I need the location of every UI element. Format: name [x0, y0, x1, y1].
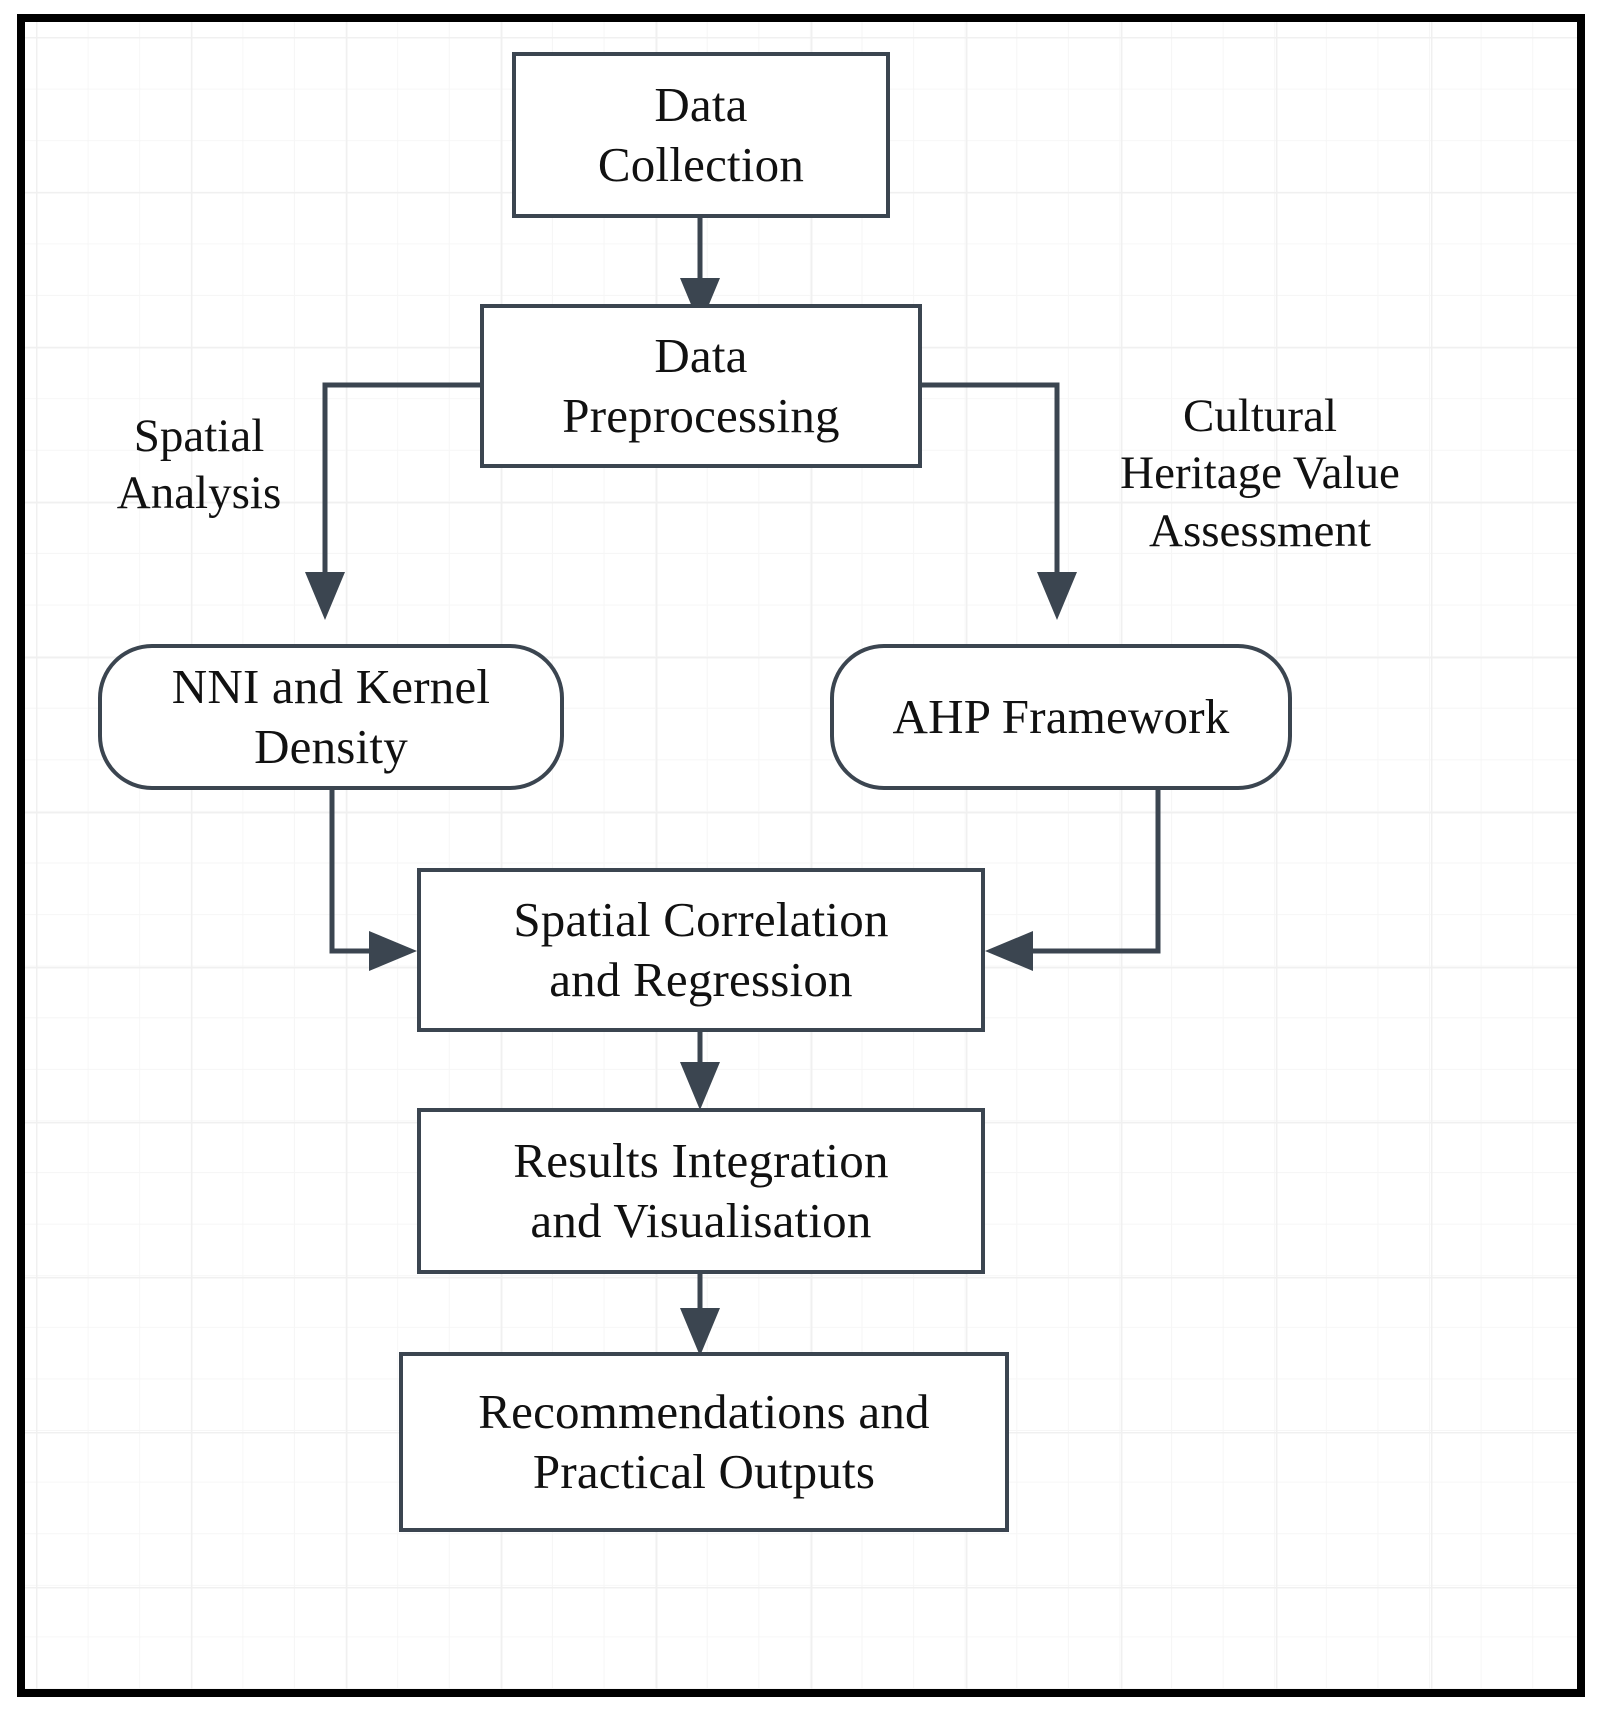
node-results-integration-and-visualisation[interactable]: Results Integration and Visualisation	[417, 1108, 985, 1274]
node-spatial-correlation-and-regression[interactable]: Spatial Correlation and Regression	[417, 868, 985, 1032]
node-data-preprocessing[interactable]: Data Preprocessing	[480, 304, 922, 468]
node-data-collection[interactable]: Data Collection	[512, 52, 890, 218]
graph-paper-background	[24, 21, 1577, 1689]
edge-spatial-correlation-to-results	[680, 1030, 720, 1110]
edge-preprocessing-to-nni	[305, 382, 522, 620]
edge-results-to-recommendations	[680, 1272, 720, 1356]
edge-ahp-to-spatial-correlation	[985, 789, 1161, 971]
node-nni-and-kernel-density[interactable]: NNI and Kernel Density	[98, 644, 564, 790]
node-recommendations-and-practical-outputs[interactable]: Recommendations and Practical Outputs	[399, 1352, 1009, 1532]
edge-label-cultural-heritage-value-assessment: Cultural Heritage Value Assessment	[1120, 390, 1400, 557]
edge-preprocessing-to-ahp	[920, 382, 1077, 620]
edge-nni-to-spatial-correlation	[329, 789, 417, 971]
edge-label-spatial-analysis: Spatial Analysis	[116, 410, 282, 520]
edge-collection-to-preprocessing	[680, 216, 720, 326]
node-ahp-framework[interactable]: AHP Framework	[830, 644, 1292, 790]
